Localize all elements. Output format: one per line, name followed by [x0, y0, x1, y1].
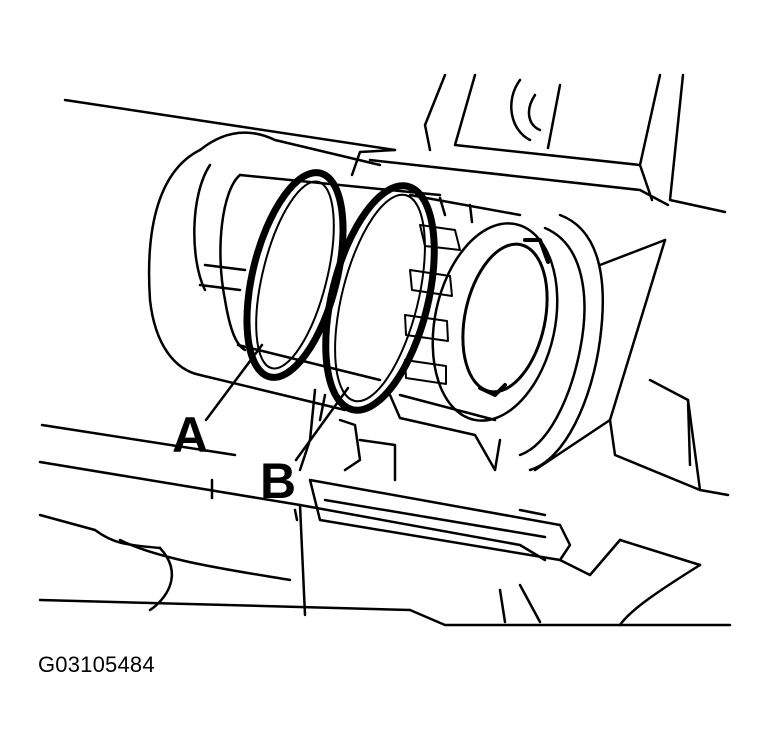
leader-lines: [204, 343, 350, 462]
figure-id: G03105484: [38, 652, 155, 677]
callout-b: B: [260, 453, 296, 509]
callout-a: A: [172, 407, 208, 463]
seal-a: [243, 169, 347, 381]
housing-outline: [63, 73, 730, 497]
leader-a: [204, 343, 264, 422]
ribbed-collar: [388, 193, 559, 472]
mounting-panel: [38, 388, 732, 627]
tube-body: [219, 173, 442, 382]
leader-b: [294, 386, 350, 462]
socket-bezel: [147, 131, 605, 472]
seal-b: [322, 182, 438, 414]
